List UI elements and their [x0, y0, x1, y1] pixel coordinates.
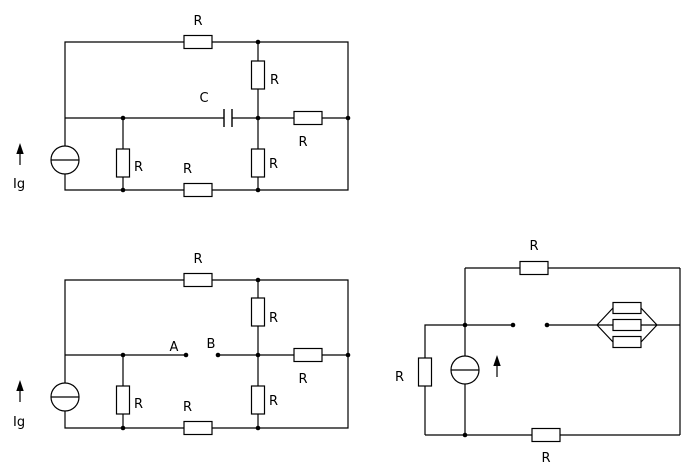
resistor-label: R: [269, 311, 278, 326]
circuit-3: R R R: [395, 239, 681, 466]
resistor-box-shunt: [115, 148, 131, 178]
resistor-label: R: [269, 394, 278, 409]
resistor-box-shunt: [115, 385, 131, 415]
resistor-label: R: [269, 157, 278, 172]
resistor-label: R: [395, 370, 404, 385]
resistor-label: R: [193, 252, 202, 267]
resistor-box-right: [293, 110, 323, 126]
resistor-box-left: [417, 357, 433, 387]
terminal-a-dot: [183, 352, 189, 358]
current-arrow-icon: [16, 380, 24, 391]
junction-dot: [345, 115, 351, 121]
junction-dot: [345, 352, 351, 358]
resistor-label: R: [183, 400, 192, 415]
current-arrow-icon: [16, 143, 24, 154]
left-resistor-branch-wire: [424, 324, 465, 435]
resistor-box-bottom: [183, 182, 213, 198]
resistor-label: R: [183, 162, 192, 177]
resistor-label: R: [134, 160, 143, 175]
terminal-b-dot: [215, 352, 221, 358]
resistor-label: R: [270, 73, 279, 88]
source-label: Ig: [13, 415, 25, 430]
junction-dot: [255, 277, 261, 283]
capacitor-icon: [223, 109, 233, 127]
resistor-box-top: [183, 34, 213, 50]
circuit-2: R R A B R R R R Ig: [13, 252, 351, 436]
capacitor-label: C: [199, 91, 208, 106]
resistor-box-branch-upper: [250, 297, 266, 327]
source-label: Ig: [13, 177, 25, 192]
junction-dot: [120, 187, 126, 193]
open-terminal-dot: [544, 322, 550, 328]
parallel-resistor-box-3: [612, 335, 642, 349]
junction-dot: [120, 115, 126, 121]
resistor-box-branch-lower: [250, 148, 266, 178]
junction-dot: [255, 39, 261, 45]
circuit-1: R R C R R R R Ig: [13, 14, 351, 198]
resistor-box-bottom: [183, 420, 213, 436]
open-terminal-dot: [510, 322, 516, 328]
junction-dot: [255, 352, 261, 358]
parallel-resistor-box-1: [612, 301, 642, 315]
resistor-box-branch-lower: [250, 385, 266, 415]
terminal-b-label: B: [207, 337, 216, 352]
resistor-box-bottom: [531, 427, 561, 443]
junction-dot: [120, 352, 126, 358]
resistor-label: R: [298, 372, 307, 387]
junction-dot: [120, 425, 126, 431]
junction-dot: [255, 425, 261, 431]
resistor-label: R: [134, 397, 143, 412]
resistor-label: R: [193, 14, 202, 29]
resistor-box-top: [519, 260, 549, 276]
resistor-label: R: [529, 239, 538, 254]
junction-dot: [462, 432, 468, 438]
current-arrow-icon: [493, 355, 501, 366]
junction-dot: [255, 115, 261, 121]
junction-dot: [255, 187, 261, 193]
parallel-resistor-box-2: [612, 318, 642, 332]
junction-dot: [462, 322, 468, 328]
resistor-box-branch-upper: [250, 60, 266, 90]
resistor-label: R: [298, 135, 307, 150]
parallel-cluster-wires: [596, 307, 680, 343]
resistor-box-right: [293, 347, 323, 363]
outer-loop-wire: [64, 41, 349, 191]
resistor-box-top: [183, 272, 213, 288]
resistor-label: R: [541, 451, 550, 466]
outer-loop-wire: [64, 279, 349, 429]
terminal-a-label: A: [170, 340, 179, 355]
